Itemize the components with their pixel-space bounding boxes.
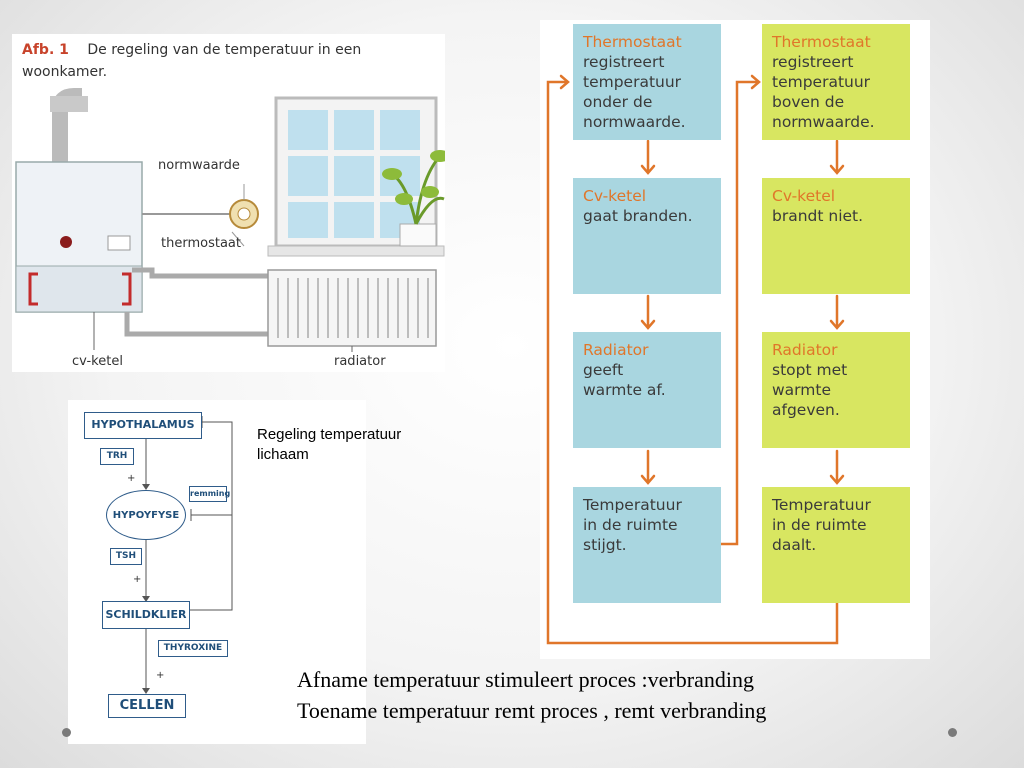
- flow-left-4-line3: stijgt.: [583, 536, 627, 554]
- flow-right-4-line2: in de ruimte: [772, 516, 867, 534]
- tsh-label: TSH: [110, 548, 142, 565]
- flow-right-2-line1: brandt niet.: [772, 207, 864, 225]
- flow-right-3: Radiator stopt met warmte afgeven.: [762, 332, 910, 448]
- flow-left-1-lead: Thermostaat: [583, 33, 682, 51]
- flow-right-1-line3: boven de: [772, 93, 845, 111]
- flow-right-1: Thermostaat registreert temperatuur bove…: [762, 24, 910, 140]
- side-note-line2: lichaam: [257, 446, 309, 463]
- plus-sign-3: +: [156, 670, 165, 681]
- flow-left-3-line2: warmte af.: [583, 381, 666, 399]
- flow-left-1-line3: onder de: [583, 93, 653, 111]
- hypothalamus-box: HYPOTHALAMUS: [84, 412, 202, 439]
- flow-left-3-lead: Radiator: [583, 341, 649, 359]
- flow-right-1-line4: normwaarde.: [772, 113, 875, 131]
- flow-left-4-line2: in de ruimte: [583, 516, 678, 534]
- flow-left-4: Temperatuur in de ruimte stijgt.: [573, 487, 721, 603]
- plant-pot: [399, 223, 437, 247]
- plus-sign-1: +: [127, 473, 136, 484]
- radiator: [267, 269, 437, 347]
- hormone-diagram: HYPOTHALAMUS TRH + HYPOYFYSE remming TSH…: [68, 400, 366, 744]
- figure-title-line2: woonkamer.: [22, 64, 108, 80]
- flow-right-4: Temperatuur in de ruimte daalt.: [762, 487, 910, 603]
- schildklier-box: SCHILDKLIER: [102, 601, 190, 629]
- flow-left-3-line1: geeft: [583, 361, 624, 379]
- slide-dot-left: [62, 728, 71, 737]
- flow-right-2-lead: Cv-ketel: [772, 187, 836, 205]
- flow-right-3-line3: afgeven.: [772, 401, 840, 419]
- flow-right-4-line3: daalt.: [772, 536, 817, 554]
- label-cv-ketel: cv-ketel: [72, 354, 123, 369]
- heating-drawing: [15, 88, 445, 352]
- boiler-gauge-icon: [60, 236, 72, 248]
- flow-left-1-line4: normwaarde.: [583, 113, 686, 131]
- thyroxine-label: THYROXINE: [158, 640, 228, 657]
- label-radiator: radiator: [334, 354, 386, 369]
- flow-left-4-line1: Temperatuur: [583, 496, 682, 514]
- side-note-line1: Regeling temperatuur: [257, 426, 402, 443]
- side-note: Regeling temperatuur lichaam: [257, 425, 401, 465]
- bottom-text-line2: Toename temperatuur remt proces , remt v…: [297, 698, 767, 723]
- figure-title-line1: De regeling van de temperatuur in een: [87, 42, 362, 58]
- label-thermostaat: thermostaat: [161, 236, 241, 251]
- flow-right-4-line1: Temperatuur: [772, 496, 871, 514]
- flow-left-2-line1: gaat branden.: [583, 207, 693, 225]
- flow-left-2: Cv-ketel gaat branden.: [573, 178, 721, 294]
- label-normwaarde: normwaarde: [158, 158, 240, 173]
- hypofyse-ellipse: HYPOYFYSE: [106, 490, 186, 540]
- flow-right-1-lead: Thermostaat: [772, 33, 871, 51]
- flow-right-3-lead: Radiator: [772, 341, 838, 359]
- figure-label: Afb. 1: [22, 42, 69, 58]
- flow-left-2-lead: Cv-ketel: [583, 187, 647, 205]
- flow-left-1-line2: temperatuur: [583, 73, 682, 91]
- plus-sign-2: +: [133, 574, 142, 585]
- trh-label: TRH: [100, 448, 134, 465]
- flow-left-1-line1: registreert: [583, 53, 665, 71]
- cellen-box: CELLEN: [108, 694, 186, 718]
- flow-right-1-line2: temperatuur: [772, 73, 871, 91]
- flow-left-3: Radiator geeft warmte af.: [573, 332, 721, 448]
- bottom-text-line1: Afname temperatuur stimuleert proces :ve…: [297, 667, 754, 692]
- flow-right-3-line2: warmte: [772, 381, 831, 399]
- heating-illustration: Afb. 1 De regeling van de temperatuur in…: [12, 34, 445, 372]
- flow-right-3-line1: stopt met: [772, 361, 848, 379]
- remming-label: remming: [189, 486, 230, 502]
- flow-left-1: Thermostaat registreert temperatuur onde…: [573, 24, 721, 140]
- hormone-connectors: [142, 416, 233, 694]
- flow-right-1-line1: registreert: [772, 53, 854, 71]
- slide-dot-right: [948, 728, 957, 737]
- flow-right-2: Cv-ketel brandt niet.: [762, 178, 910, 294]
